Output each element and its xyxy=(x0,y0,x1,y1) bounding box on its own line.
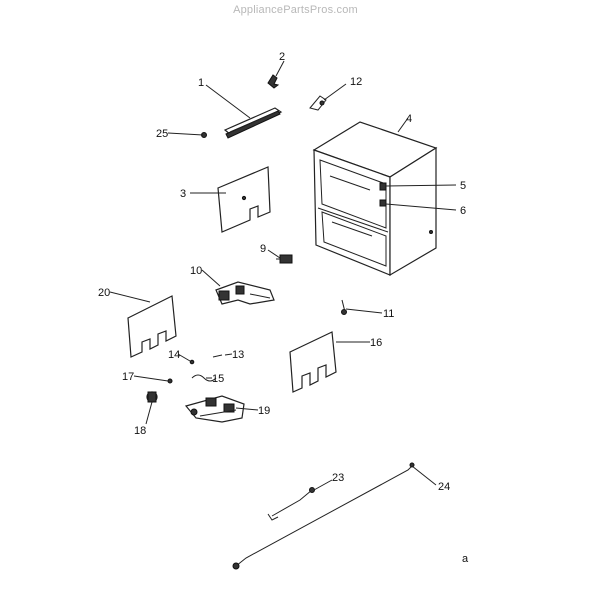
callout-labels: 1 2 3 4 5 6 9 10 11 12 13 14 15 16 17 18… xyxy=(98,51,469,565)
part-18-valve xyxy=(146,391,158,403)
callout-6: 6 xyxy=(460,205,466,217)
corner-mark: a xyxy=(462,553,469,565)
part-11-bolt xyxy=(341,299,347,315)
callout-17: 17 xyxy=(122,371,134,383)
callout-1: 1 xyxy=(198,77,204,89)
callout-10: 10 xyxy=(190,265,202,277)
part-24-rod xyxy=(232,462,415,570)
part-1-bar xyxy=(223,107,283,139)
part-23-wire xyxy=(267,487,315,521)
callout-9: 9 xyxy=(260,243,266,255)
callout-2: 2 xyxy=(279,51,285,63)
callout-13: 13 xyxy=(232,349,244,361)
callout-24: 24 xyxy=(438,481,450,493)
part-17-screw xyxy=(167,378,173,384)
callout-11: 11 xyxy=(383,308,394,320)
callout-23: 23 xyxy=(332,472,344,484)
part-12-bracket xyxy=(309,95,327,111)
leader-lines xyxy=(109,60,457,491)
callout-25: 25 xyxy=(156,128,168,140)
part-3-panel xyxy=(217,166,271,233)
part-2-clip xyxy=(267,74,280,89)
callout-15: 15 xyxy=(212,373,224,385)
callout-12: 12 xyxy=(350,76,362,88)
callout-4: 4 xyxy=(406,113,412,125)
part-20-panel xyxy=(127,295,177,358)
part-16-panel xyxy=(289,331,337,393)
part-10-latch xyxy=(215,281,275,305)
part-15-clip xyxy=(191,374,217,382)
callout-3: 3 xyxy=(180,188,186,200)
callout-19: 19 xyxy=(258,405,270,417)
callout-5: 5 xyxy=(460,180,466,192)
part-14-screw xyxy=(189,359,195,365)
callout-20: 20 xyxy=(98,287,110,299)
callout-16: 16 xyxy=(370,337,382,349)
part-19-mechanism xyxy=(184,395,245,423)
callout-14: 14 xyxy=(168,349,180,361)
part-4-cabinet xyxy=(312,121,438,277)
callout-18: 18 xyxy=(134,425,146,437)
part-9-switch xyxy=(276,254,293,264)
watermark: AppliancePartsPros.com xyxy=(233,4,358,16)
part-13-screw xyxy=(212,354,223,358)
